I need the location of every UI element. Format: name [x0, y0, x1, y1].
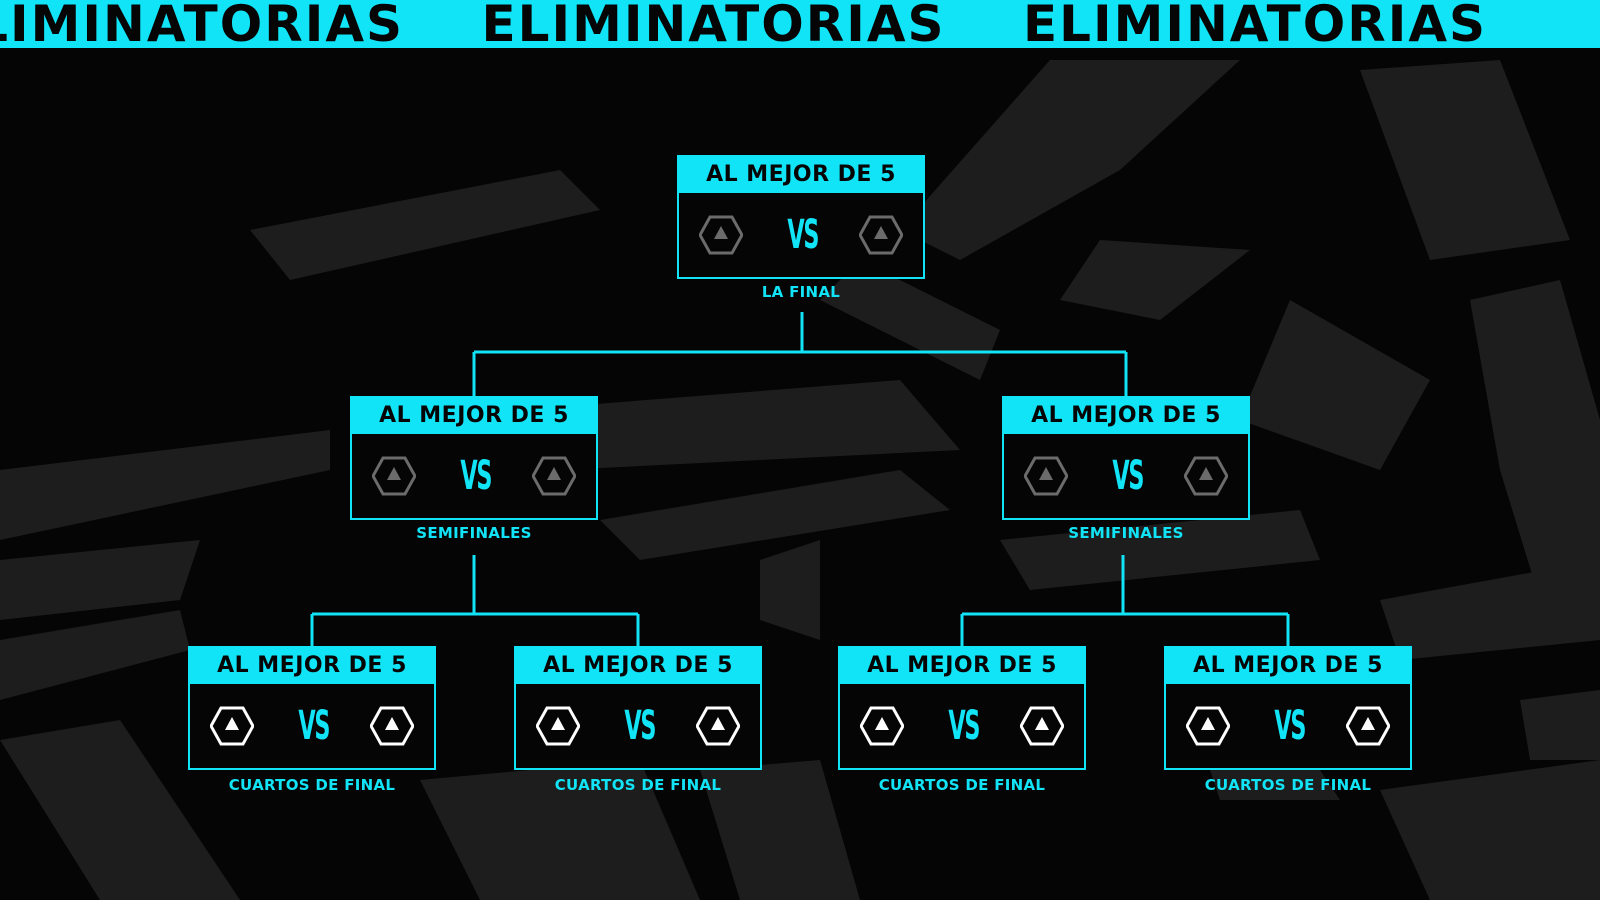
hexagon-triangle-icon: [1346, 706, 1390, 746]
hexagon-triangle-icon: [532, 456, 576, 496]
match-card-quarterfinal-4[interactable]: AL MEJOR DE 5 VS: [1164, 646, 1412, 770]
match-card-semifinal-1[interactable]: AL MEJOR DE 5 VS: [350, 396, 598, 520]
round-label-quarterfinal-1: CUARTOS DE FINAL: [228, 776, 396, 794]
vs-label: VS: [624, 703, 656, 749]
vs-label: VS: [787, 212, 819, 258]
final-connector: [472, 312, 1128, 396]
hexagon-triangle-icon: [859, 215, 903, 255]
hexagon-triangle-icon: [370, 706, 414, 746]
match-card-semifinal-2[interactable]: AL MEJOR DE 5 VS: [1002, 396, 1250, 520]
banner-word: ELIMINATORIAS: [0, 0, 405, 48]
vs-label: VS: [298, 703, 330, 749]
match-format-header: AL MEJOR DE 5: [516, 648, 760, 684]
round-label-quarterfinal-4: CUARTOS DE FINAL: [1204, 776, 1372, 794]
hexagon-triangle-icon: [860, 706, 904, 746]
match-format-header: AL MEJOR DE 5: [1004, 398, 1248, 434]
eliminatorias-banner: ELIMINATORIAS ELIMINATORIAS ELIMINATORIA…: [0, 0, 1600, 48]
match-format-header: AL MEJOR DE 5: [840, 648, 1084, 684]
banner-word: ELIMINATORIAS: [1022, 0, 1488, 48]
round-label-quarterfinal-2: CUARTOS DE FINAL: [554, 776, 722, 794]
hexagon-triangle-icon: [1020, 706, 1064, 746]
match-format-header: AL MEJOR DE 5: [1166, 648, 1410, 684]
vs-label: VS: [460, 453, 492, 499]
banner-text: ELIMINATORIAS ELIMINATORIAS ELIMINATORIA…: [0, 0, 1545, 48]
round-label-semifinal-2: SEMIFINALES: [1068, 524, 1184, 542]
round-label-quarterfinal-3: CUARTOS DE FINAL: [878, 776, 1046, 794]
match-card-quarterfinal-3[interactable]: AL MEJOR DE 5 VS: [838, 646, 1086, 770]
banner-word: ELIMINATORIAS: [481, 0, 946, 48]
vs-label: VS: [1274, 703, 1306, 749]
round-label-final: LA FINAL: [761, 283, 841, 301]
semi-2-connector: [960, 555, 1290, 646]
hexagon-triangle-icon: [699, 215, 743, 255]
match-card-quarterfinal-2[interactable]: AL MEJOR DE 5 VS: [514, 646, 762, 770]
hexagon-triangle-icon: [1024, 456, 1068, 496]
match-format-header: AL MEJOR DE 5: [190, 648, 434, 684]
round-label-semifinal-1: SEMIFINALES: [416, 524, 532, 542]
vs-label: VS: [1112, 453, 1144, 499]
match-format-header: AL MEJOR DE 5: [352, 398, 596, 434]
hexagon-triangle-icon: [536, 706, 580, 746]
semi-1-connector: [310, 555, 640, 646]
hexagon-triangle-icon: [696, 706, 740, 746]
match-card-final[interactable]: AL MEJOR DE 5 VS: [677, 155, 925, 279]
hexagon-triangle-icon: [372, 456, 416, 496]
match-format-header: AL MEJOR DE 5: [679, 157, 923, 193]
hexagon-triangle-icon: [210, 706, 254, 746]
match-card-quarterfinal-1[interactable]: AL MEJOR DE 5 VS: [188, 646, 436, 770]
vs-label: VS: [948, 703, 980, 749]
hexagon-triangle-icon: [1184, 456, 1228, 496]
hexagon-triangle-icon: [1186, 706, 1230, 746]
